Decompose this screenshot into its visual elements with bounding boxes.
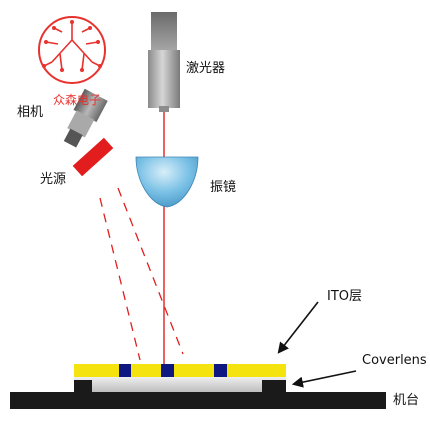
light-source-label: 光源 bbox=[40, 172, 67, 187]
machine-table bbox=[10, 392, 386, 409]
watermark-text: 众森电子 bbox=[53, 93, 102, 107]
machine-table-label: 机台 bbox=[393, 393, 420, 408]
ito-layer-strip bbox=[74, 364, 286, 377]
galvo-label: 振镜 bbox=[210, 180, 237, 195]
camera-icon bbox=[63, 88, 108, 148]
ito-dark-blocks bbox=[119, 364, 227, 377]
coverlens-pointer-arrow bbox=[291, 370, 357, 388]
light-source-icon bbox=[72, 137, 114, 177]
coverlens-edge-right bbox=[262, 380, 286, 392]
ito-pointer-arrow bbox=[277, 301, 319, 354]
coverlens-edge-left bbox=[74, 380, 92, 392]
ito-layer-label: ITO层 bbox=[327, 289, 363, 304]
dashed-light-rays bbox=[99, 187, 184, 361]
galvo-lens-icon bbox=[135, 156, 199, 208]
logo-icon bbox=[38, 16, 106, 84]
coverlens-glass bbox=[74, 376, 286, 392]
coverlens-label: Coverlens bbox=[362, 353, 427, 368]
laser-label: 激光器 bbox=[186, 61, 226, 76]
laser-emitter-icon bbox=[148, 12, 180, 112]
camera-label: 相机 bbox=[17, 105, 44, 120]
